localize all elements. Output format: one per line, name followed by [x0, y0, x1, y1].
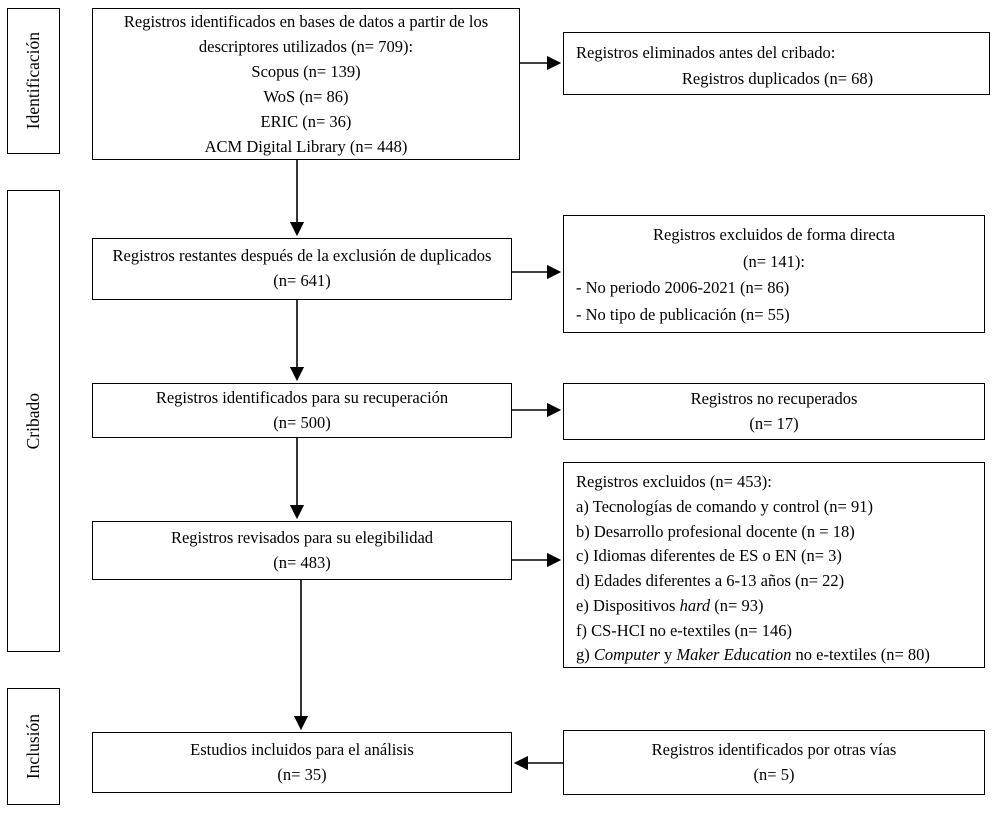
removed-before-screening-detail: Registros duplicados (n= 68) [681, 69, 874, 89]
excluded-direct-header: Registros excluidos de forma directa [653, 225, 895, 244]
box-records-excluded-reasons: Registros excluidos (n= 453):a) Tecnolog… [563, 462, 985, 668]
box-records-not-retrieved: Registros no recuperados(n= 17) [563, 383, 985, 440]
removed-before-screening-title: Registros eliminados antes del cribado: [576, 43, 836, 62]
box-records-assessed-eligibility: Registros revisados para su elegibilidad… [92, 521, 512, 580]
stage-identification-band: Identificación [7, 8, 60, 154]
box-records-excluded-direct: Registros excluidos de forma directa (n=… [563, 215, 985, 333]
box-records-other-sources: Registros identificados por otras vías(n… [563, 730, 985, 795]
stage-identification-label: Identificación [23, 32, 43, 130]
stage-inclusion-label: Inclusión [23, 713, 43, 780]
box-studies-included: Estudios incluidos para el análisis(n= 3… [92, 732, 512, 793]
stage-inclusion-band: Inclusión [7, 688, 60, 805]
excluded-direct-items: - No periodo 2006-2021 (n= 86)- No tipo … [576, 278, 790, 325]
box-records-for-retrieval: Registros identificados para su recupera… [92, 383, 512, 438]
box-records-removed-before-screening: Registros eliminados antes del cribado: … [563, 32, 990, 95]
box-records-after-duplicates: Registros restantes después de la exclus… [92, 238, 512, 300]
excluded-direct-count: (n= 141): [742, 251, 805, 271]
stage-screening-band: Cribado [7, 190, 60, 652]
box-records-identified: Registros identificados en bases de dato… [92, 8, 520, 160]
stage-screening-label: Cribado [23, 392, 43, 450]
